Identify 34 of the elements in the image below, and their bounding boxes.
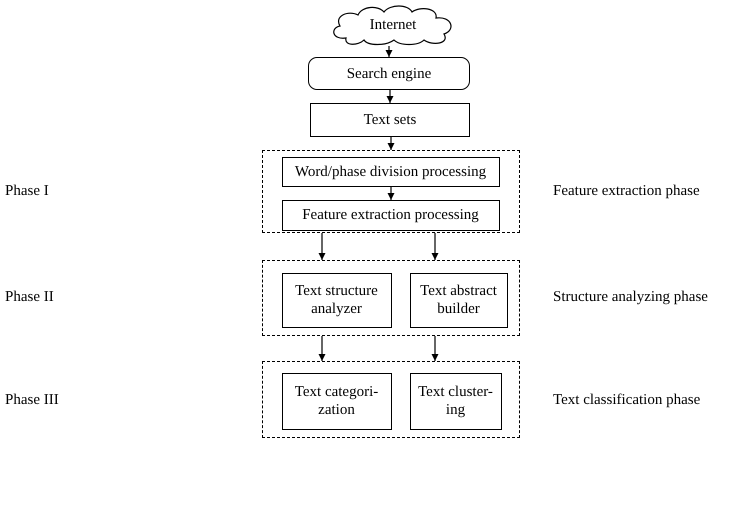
phase-label: Text classification phase <box>553 392 700 409</box>
arrow <box>432 233 438 260</box>
node-label: Text categori- zation <box>294 383 380 419</box>
process-box <box>282 156 500 186</box>
arrow <box>388 137 394 150</box>
process-box <box>310 103 470 137</box>
phase-label: Phase I <box>5 183 49 200</box>
arrow <box>432 336 438 361</box>
node-label: Internet <box>370 16 416 34</box>
node-label: Text abstract builder <box>419 282 498 318</box>
node-label: Text cluster- ing <box>417 383 494 419</box>
node-label: Text structure analyzer <box>294 282 379 318</box>
node-label: Search engine <box>346 64 432 82</box>
arrow <box>388 187 394 200</box>
process-box <box>410 272 508 328</box>
process-box <box>308 57 470 90</box>
process-box <box>282 200 500 230</box>
node-label: Feature extraction processing <box>302 206 479 224</box>
process-box <box>282 372 392 430</box>
phase-label: Phase II <box>5 289 54 306</box>
phase-label: Structure analyzing phase <box>553 289 708 306</box>
process-box <box>282 272 392 328</box>
node-label: Text sets <box>364 111 416 129</box>
phase-group-box <box>262 150 520 233</box>
arrow <box>318 336 326 361</box>
phase-group-box <box>262 361 520 438</box>
node-label: Word/phase division processing <box>294 162 486 180</box>
arrow <box>386 46 392 57</box>
phase-label: Phase III <box>5 392 59 409</box>
phase-group-box <box>262 260 520 336</box>
phase-label: Feature extraction phase <box>553 183 700 200</box>
process-box <box>410 372 502 430</box>
arrow <box>386 90 394 103</box>
arrow <box>318 233 326 260</box>
